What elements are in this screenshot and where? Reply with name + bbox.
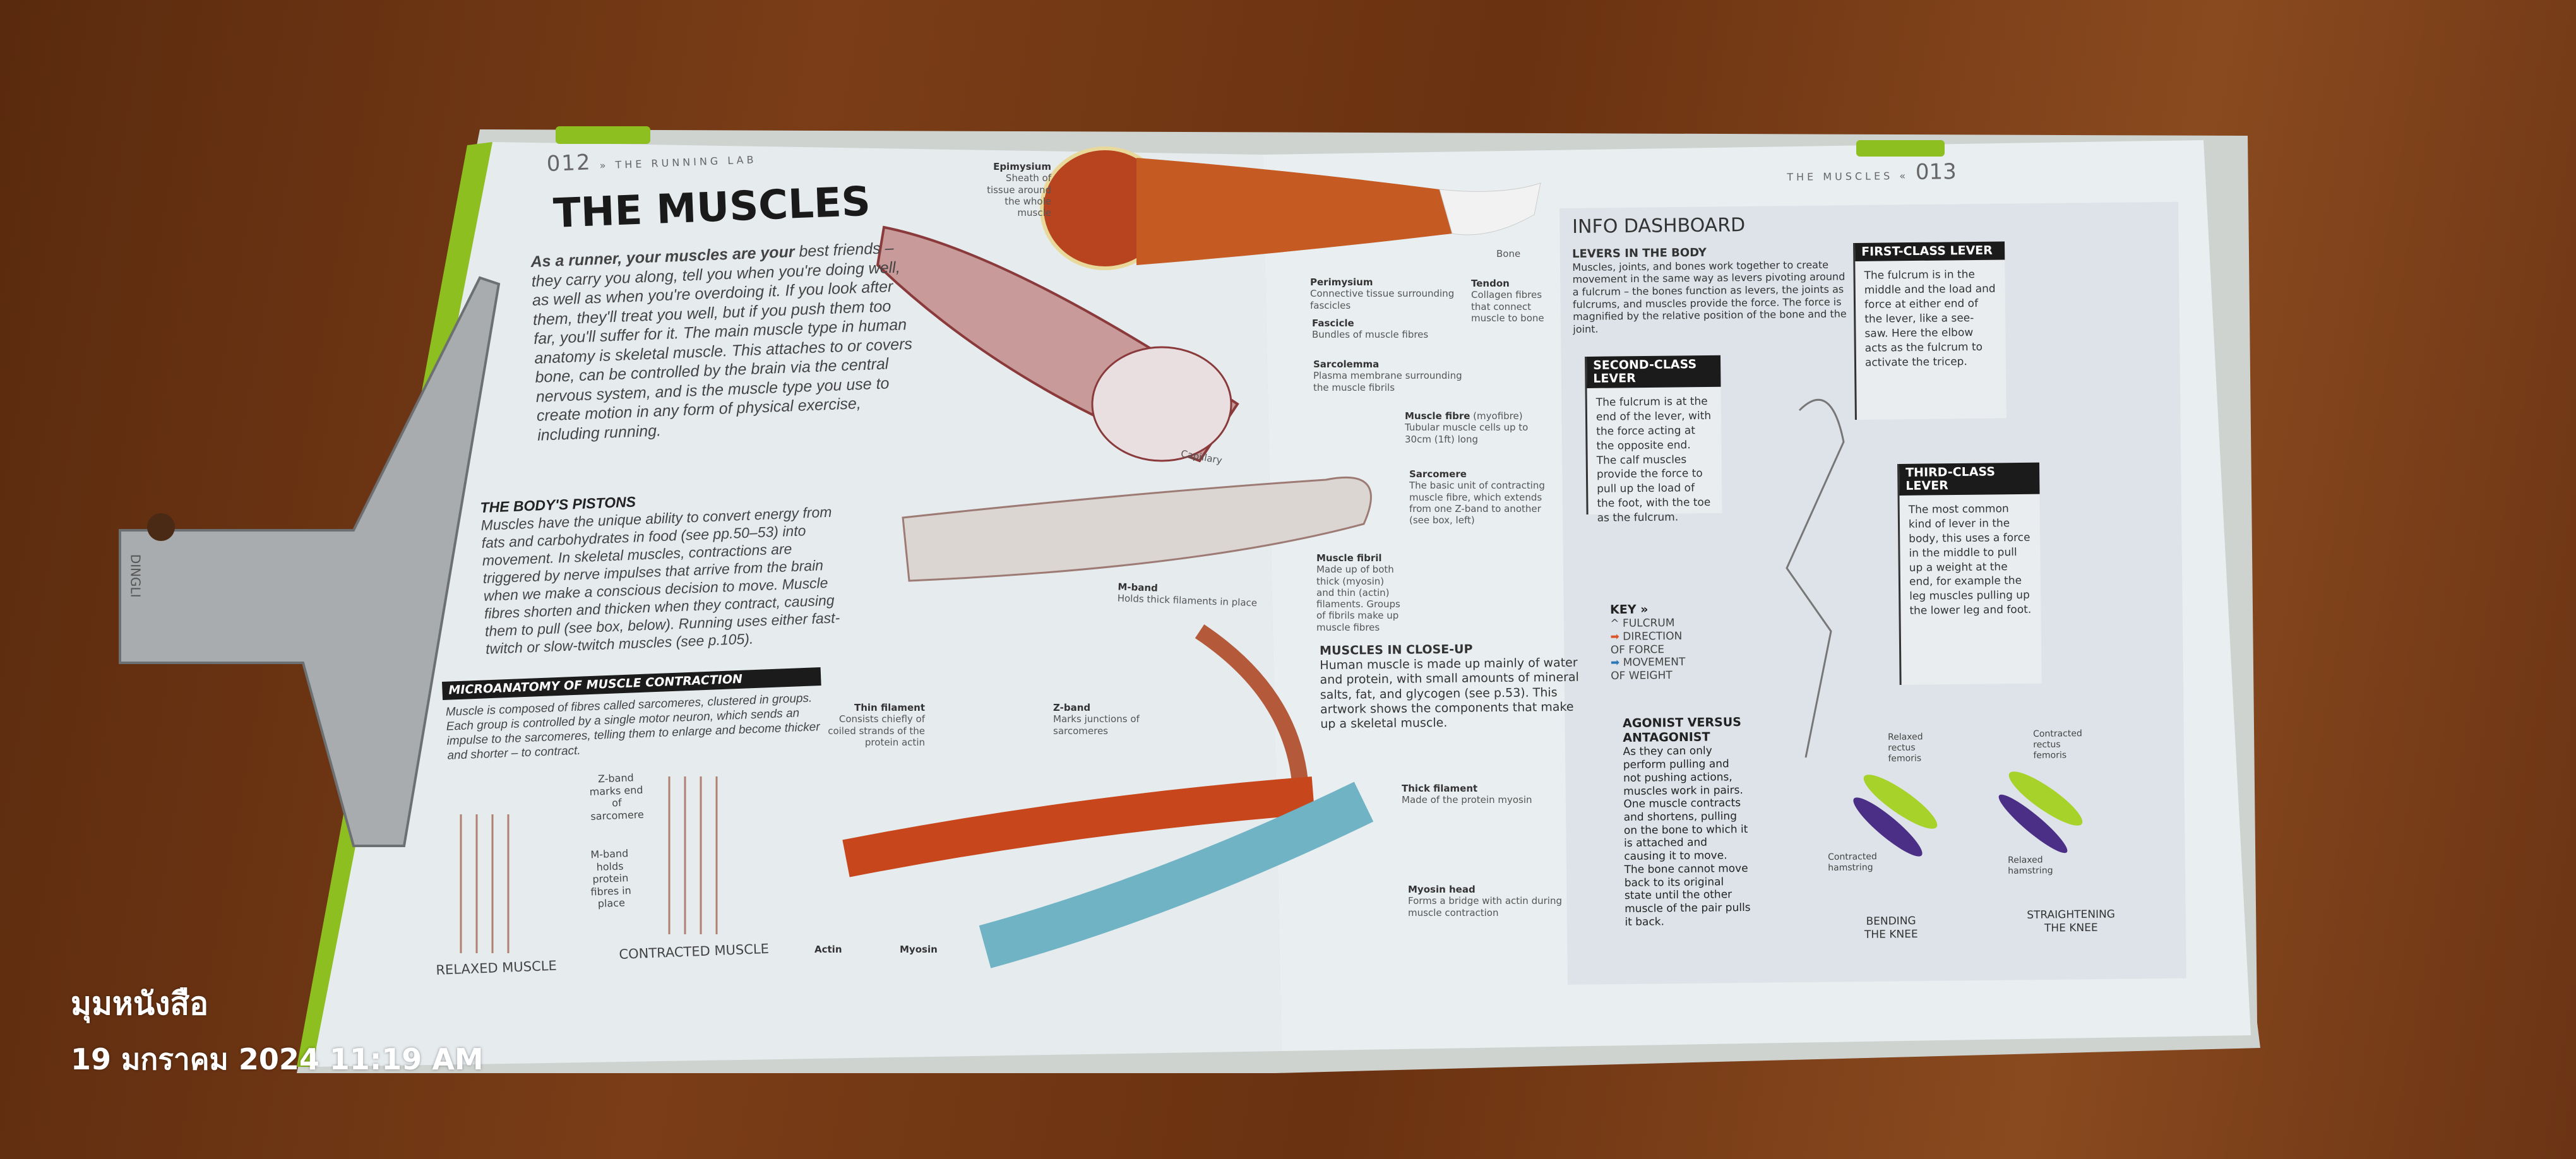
legend-fulcrum: ^ FULCRUM — [1610, 617, 1675, 631]
label-contracted-hamstring: Contracted hamstring — [1828, 852, 1877, 874]
clip-brand: DINGLI — [128, 554, 143, 598]
third-class-body: The most common kind of lever in the bod… — [1908, 502, 2032, 618]
second-class-heading: SECOND-CLASS LEVER — [1586, 355, 1721, 388]
zband-label: Z-band marks end of sarcomere — [589, 771, 645, 823]
rectus-femoris — [2008, 771, 2083, 826]
fulcrum-icon: ^ — [1610, 617, 1623, 631]
running-head-right: THE MUSCLES « — [1787, 169, 1909, 183]
force-arrow-icon: ➡ — [1610, 630, 1623, 643]
intro-paragraph: As a runner, your muscles are your best … — [530, 238, 916, 445]
fascicle-end — [1091, 346, 1232, 462]
watermark-timestamp: 19 มกราคม 2024 11:19 AM — [71, 1042, 484, 1076]
second-class-body: The fulcrum is at the end of the lever, … — [1595, 395, 1712, 525]
clip-hole — [147, 513, 175, 541]
myosin-filament — [979, 782, 1374, 968]
third-class-lever-box: THIRD-CLASS LEVER The most common kind o… — [1897, 462, 2042, 685]
third-class-heading: THIRD-CLASS LEVER — [1899, 462, 2040, 496]
rectus-femoris — [1863, 775, 1938, 829]
watermark-title: มุมหนังสือ — [71, 985, 209, 1022]
levers-body: Muscles, joints, and bones work together… — [1572, 258, 1847, 335]
chapter-tab — [556, 126, 650, 144]
agonist-body: As they can only perform pulling and not… — [1623, 744, 1751, 929]
label-muscle-fibre: Muscle fibre (myofibre)Tubular muscle ce… — [1405, 410, 1529, 445]
intro-body: best friends – they carry you along, tel… — [531, 239, 913, 444]
closeup-section: MUSCLES IN CLOSE-UP Human muscle is made… — [1320, 641, 1585, 732]
label-actin: Actin — [814, 944, 842, 955]
agonist-section: AGONIST VERSUS ANTAGONIST As they can on… — [1623, 715, 1751, 929]
pistons-body: Muscles have the unique ability to conve… — [480, 503, 840, 658]
closeup-body: Human muscle is made up mainly of water … — [1320, 655, 1579, 731]
label-relaxed-rectus: Relaxed rectus femoris — [1888, 732, 1923, 764]
bending-knee-caption: BENDING THE KNEE — [1864, 915, 1918, 941]
weight-arrow-icon: ➡ — [1610, 657, 1623, 670]
straightening-knee-caption: STRAIGHTENING THE KNEE — [2027, 908, 2116, 935]
legend-key: KEY » ^ FULCRUM ➡ DIRECTION OF FORCE ➡ M… — [1610, 602, 1686, 683]
levers-section: LEVERS IN THE BODY Muscles, joints, and … — [1572, 244, 1851, 335]
first-class-lever-box: FIRST-CLASS LEVER The fulcrum is in the … — [1853, 241, 2007, 420]
legend-weight: ➡ MOVEMENT OF WEIGHT — [1610, 656, 1686, 683]
muscle-fibre — [902, 476, 1372, 582]
second-class-lever-box: SECOND-CLASS LEVER The fulcrum is at the… — [1585, 355, 1722, 525]
running-head-left: » THE RUNNING LAB — [599, 153, 757, 172]
chapter-tab — [1856, 140, 1945, 157]
myofibril-strand — [1195, 624, 1309, 790]
hamstring — [1998, 794, 2068, 853]
folio-right: 013 — [1915, 159, 1957, 185]
first-class-heading: FIRST-CLASS LEVER — [1854, 241, 2005, 261]
label-relaxed-hamstring: Relaxed hamstring — [2008, 855, 2053, 877]
hamstring — [1853, 797, 1923, 857]
sarcomere-diagrams — [460, 776, 718, 953]
dashboard-title: INFO DASHBOARD — [1572, 214, 1746, 238]
mband-label: M-band holds protein fibres in place — [590, 847, 632, 910]
label-contracted-rectus: Contracted rectus femoris — [2033, 728, 2082, 761]
tendon — [1439, 182, 1541, 235]
binder-clip — [119, 276, 501, 847]
microanatomy-box: MICROANATOMY OF MUSCLE CONTRACTION Muscl… — [442, 667, 824, 769]
lever-figure — [1786, 398, 1845, 758]
label-bone: Bone — [1496, 248, 1521, 259]
label-myosin: Myosin — [900, 944, 938, 955]
page-header-right: THE MUSCLES « 013 — [1787, 159, 1957, 187]
legend-force: ➡ DIRECTION OF FORCE — [1610, 629, 1683, 657]
whole-muscle — [1136, 158, 1452, 265]
agonist-heading: AGONIST VERSUS ANTAGONIST — [1623, 715, 1742, 746]
folio-left: 012 — [546, 150, 592, 177]
pistons-section: THE BODY'S PISTONS Muscles have the uniq… — [480, 485, 852, 658]
microanatomy-body: Muscle is composed of fibres called sarc… — [445, 691, 821, 763]
actin-filaments — [842, 776, 1315, 877]
first-class-body: The fulcrum is in the middle and the loa… — [1864, 268, 1996, 369]
